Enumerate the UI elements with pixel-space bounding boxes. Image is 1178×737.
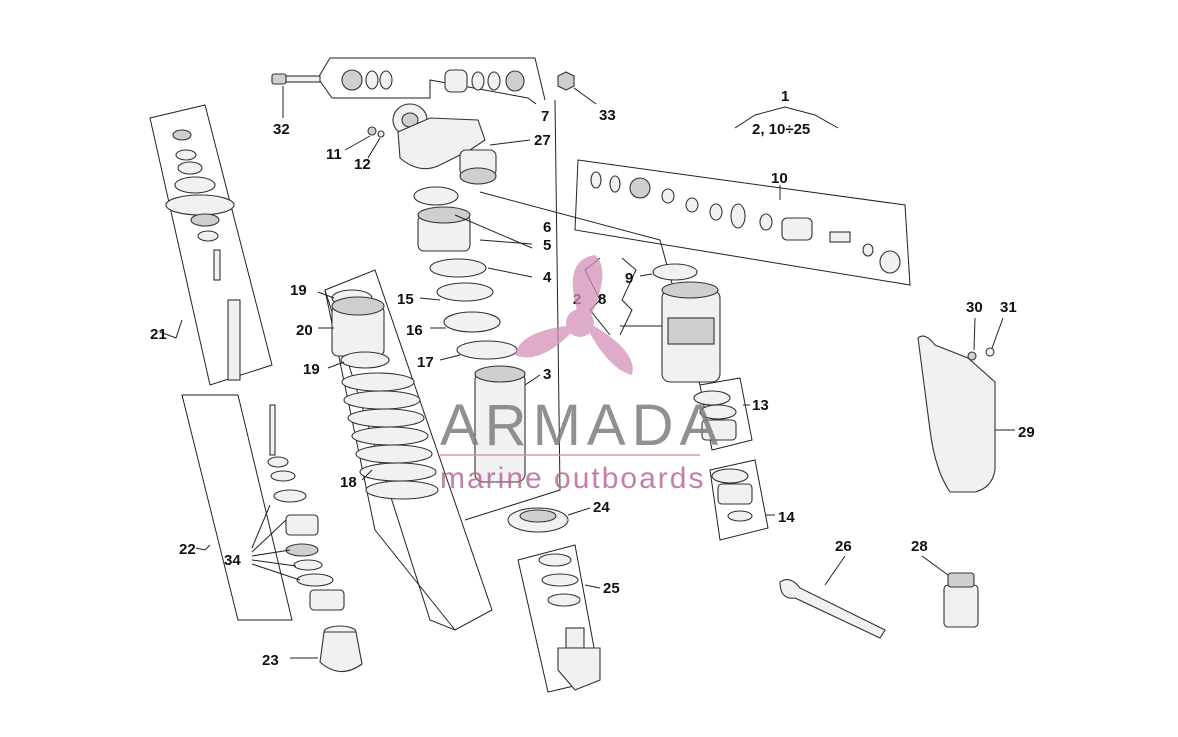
callout-29: 29 [1018,424,1035,441]
oring-6 [413,186,459,206]
callout-33: 33 [599,107,616,124]
callout-31: 31 [1000,299,1017,316]
piston-assembly-21 [165,129,241,381]
watermark: ARMADA marine outboards [440,255,724,495]
ringnut-4 [429,258,487,278]
wrench-26 [779,579,886,639]
callout-9: 9 [625,270,633,287]
callout-32: 32 [273,121,290,138]
callout-19-top: 19 [290,282,307,299]
callout-27: 27 [534,132,551,149]
top-bushings [341,69,525,93]
oil-bottle-28 [943,572,979,628]
callout-23: 23 [262,652,279,669]
callout-26: 26 [835,538,852,555]
watermark-brand: ARMADA [440,393,724,458]
callout-21: 21 [150,326,167,343]
callout-1: 1 [781,88,789,105]
bump-stop-23 [319,625,363,673]
valve-assembly-22 [267,404,345,611]
callout-8: 8 [598,291,606,308]
callout-labels: 1 2, 10÷25 2 3 4 5 6 7 8 9 10 11 12 13 1… [150,88,1035,669]
callout-18: 18 [340,474,357,491]
propeller-logo-icon [515,255,633,375]
callout-13: 13 [752,397,769,414]
lower-eye-25 [538,553,601,691]
callout-16: 16 [406,322,423,339]
callout-25: 25 [603,580,620,597]
oring-9 [652,263,698,281]
callout-4: 4 [543,269,552,286]
spring-18 [341,372,439,500]
ringnut-16 [443,311,501,333]
callout-17: 17 [417,354,434,371]
callout-22: 22 [179,541,196,558]
callout-3: 3 [543,366,551,383]
oring-17 [456,340,518,360]
nut-33 [557,71,575,91]
leader-34 [251,504,301,581]
top-eye-27 [392,103,497,185]
callout-12: 12 [354,156,371,173]
callout-28: 28 [911,538,928,555]
callout-7: 7 [541,108,549,125]
callout-30: 30 [966,299,983,316]
callout-10: 10 [771,170,788,187]
callout-34: 34 [224,552,241,569]
callout-5: 5 [543,237,551,254]
adjuster-10 [590,171,901,274]
callout-14: 14 [778,509,795,526]
callout-11: 11 [326,146,342,163]
mud-guard-29 [917,335,996,493]
callout-19-bottom: 19 [303,361,320,378]
callout-6: 6 [543,219,551,236]
watermark-tagline: marine outboards [440,462,705,495]
callout-15: 15 [397,291,414,308]
callout-2-10-25: 2, 10÷25 [752,121,810,138]
bolt-32 [271,73,321,118]
parts [165,69,1015,691]
ringnut-15 [436,282,494,302]
callout-24: 24 [593,499,610,516]
ring-19-bottom [340,351,390,369]
callout-20: 20 [296,322,313,339]
